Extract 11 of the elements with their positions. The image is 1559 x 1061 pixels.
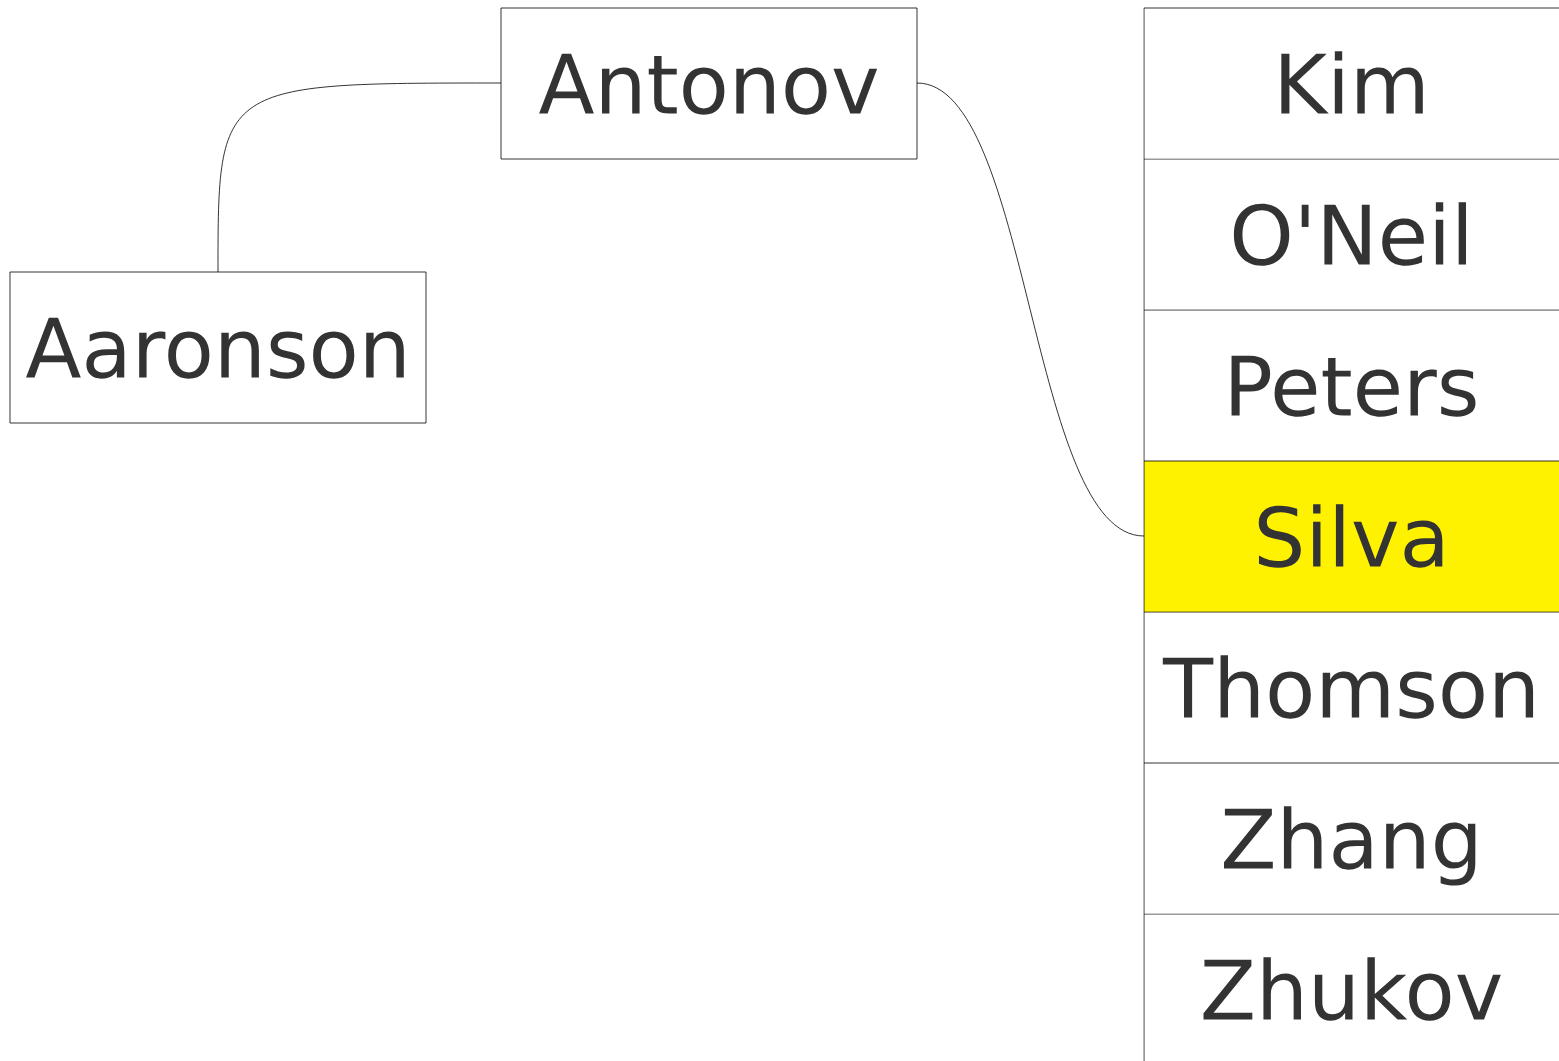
name-box: Aaronson [9, 271, 427, 424]
list-row: Peters [1143, 309, 1559, 462]
list-row: Silva [1143, 460, 1559, 613]
connector-line [217, 82, 502, 273]
list-row: O'Neil [1143, 158, 1559, 311]
connector-line [916, 82, 1145, 537]
list-row: Zhukov [1143, 913, 1559, 1061]
list-row: Kim [1143, 7, 1559, 160]
name-box: Antonov [500, 7, 918, 160]
list-row: Thomson [1143, 611, 1559, 764]
list-row: Zhang [1143, 762, 1559, 915]
